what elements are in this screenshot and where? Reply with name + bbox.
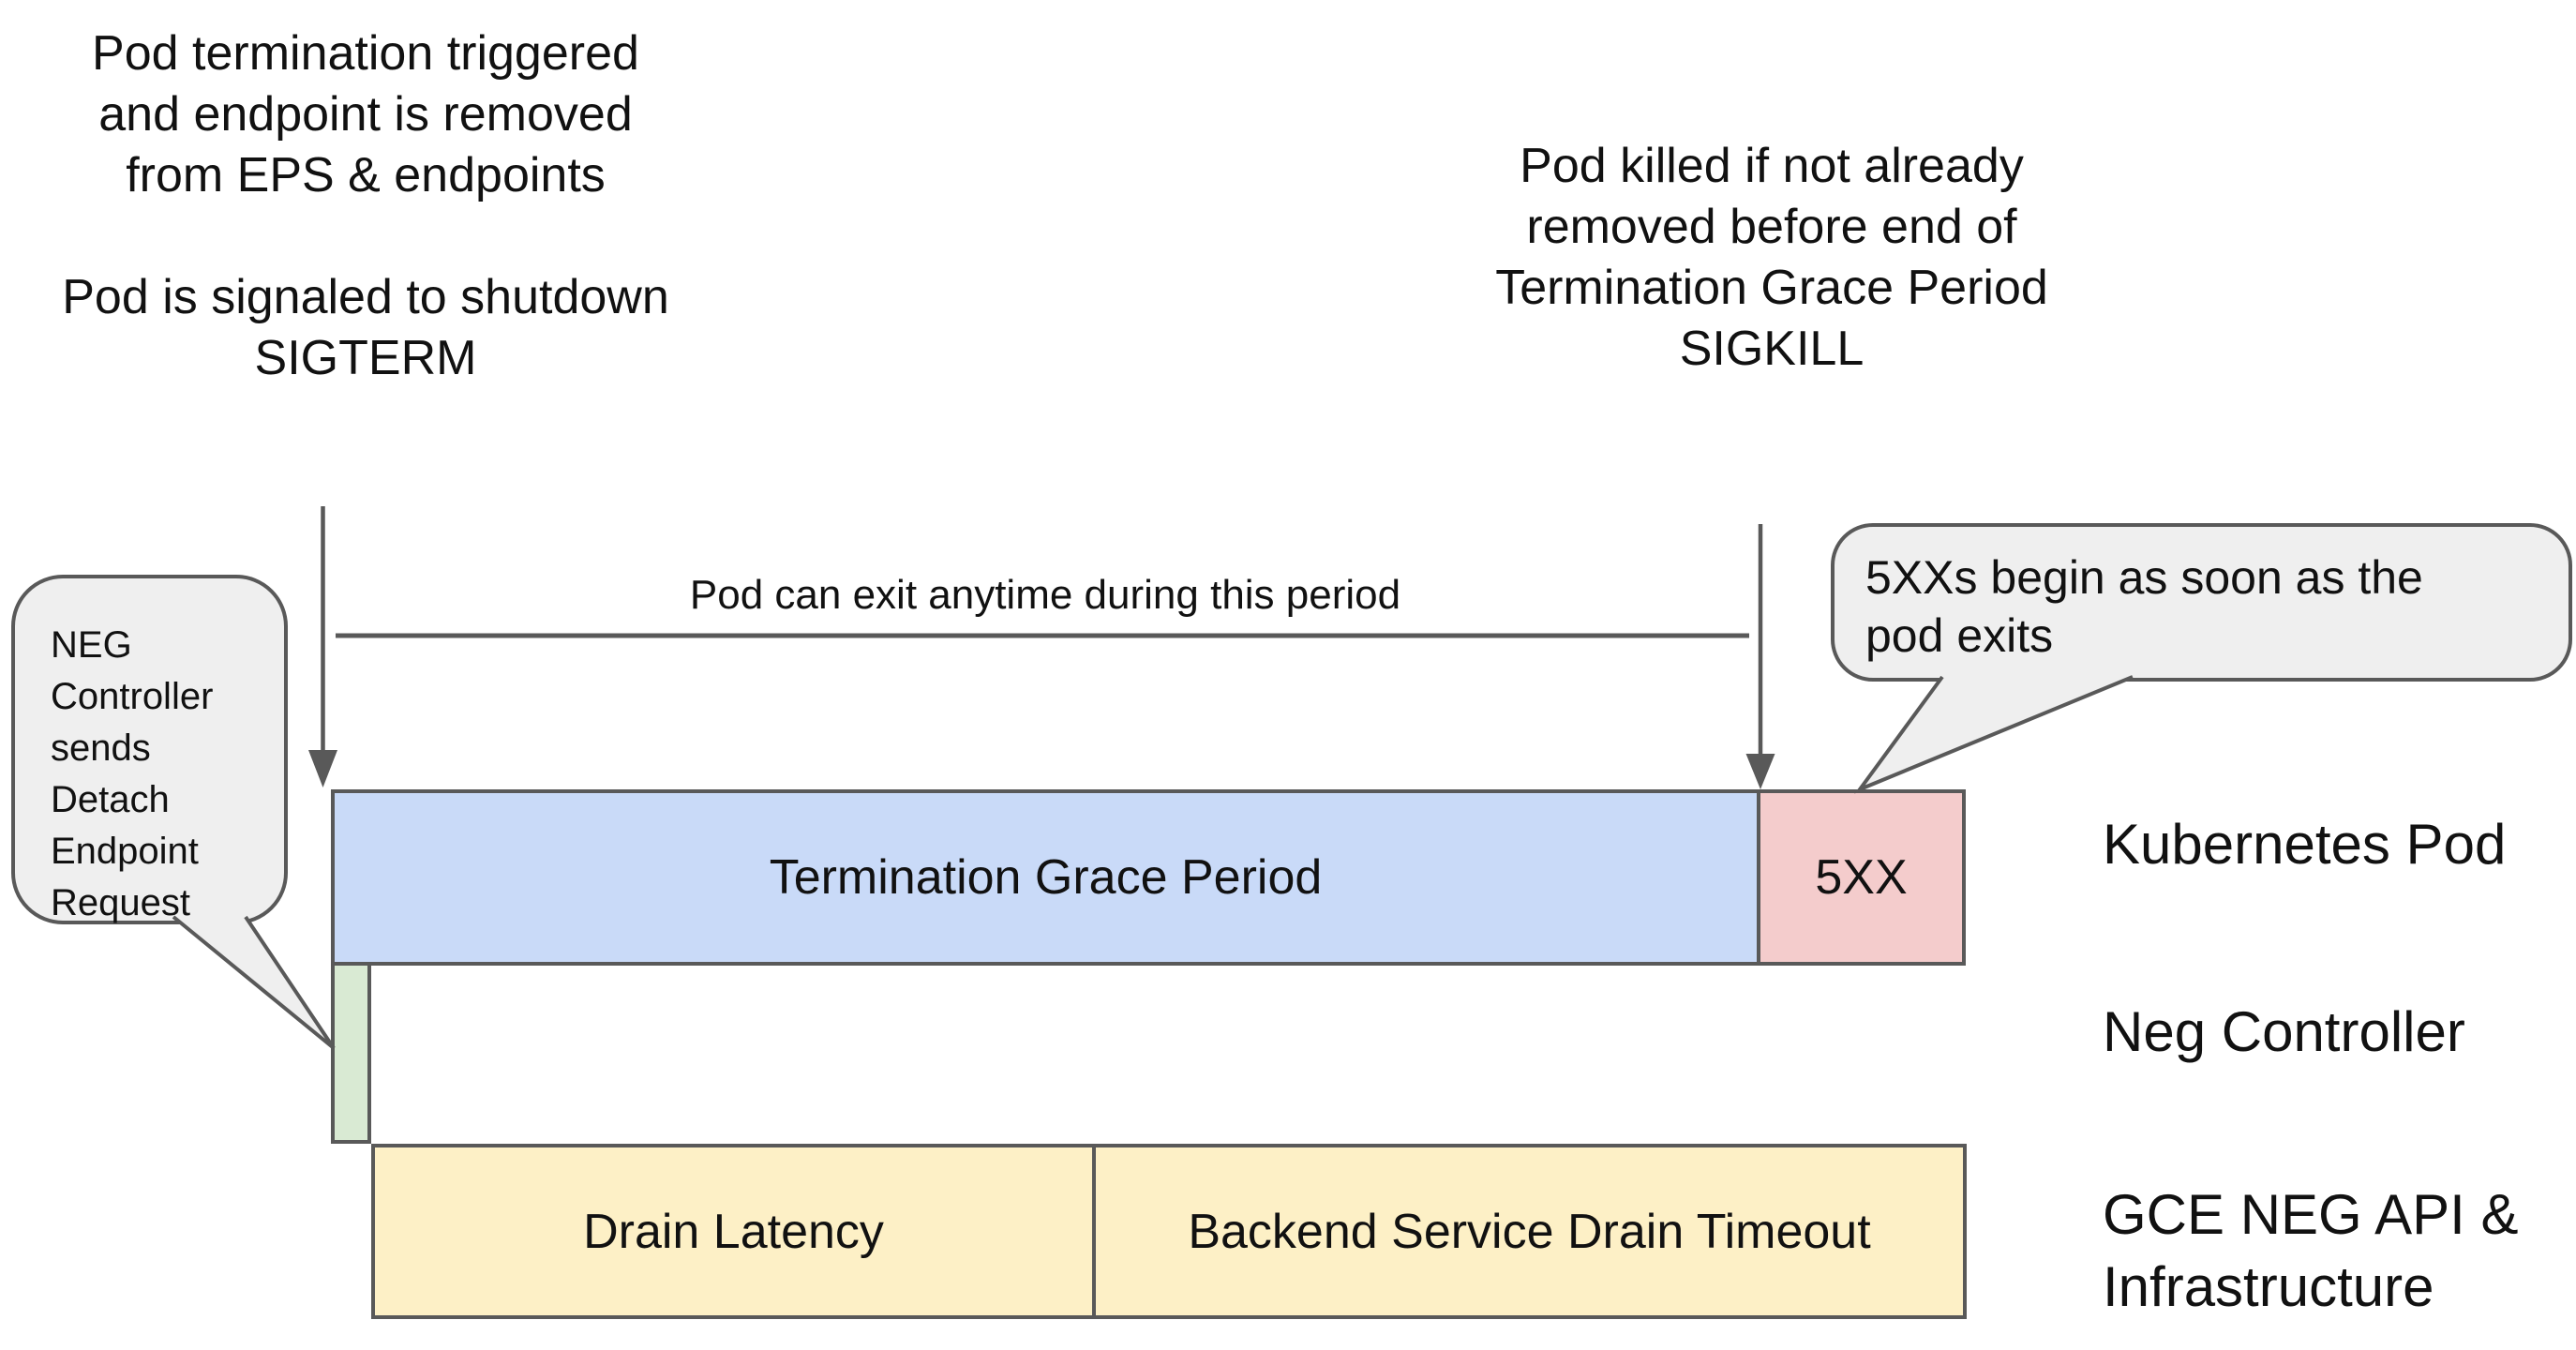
sigterm-down-arrow-icon bbox=[308, 506, 337, 788]
annotation-line: SIGTERM bbox=[254, 331, 477, 385]
drain-latency-bar: Drain Latency bbox=[371, 1144, 1096, 1319]
sigkill-down-arrow-icon bbox=[1745, 524, 1775, 789]
bar-label: Drain Latency bbox=[583, 1204, 884, 1259]
bubble-line: Controller bbox=[51, 676, 214, 717]
annotation-pod-killed-sigkill: Pod killed if not already removed before… bbox=[1462, 136, 2081, 380]
annotation-line: removed before end of bbox=[1526, 200, 2017, 254]
five-xx-bar: 5XX bbox=[1760, 789, 1966, 966]
bubble-line: pod exits bbox=[1865, 609, 2054, 662]
bubble-line: Endpoint bbox=[51, 831, 199, 872]
annotation-pod-signaled-sigterm: Pod is signaled to shutdown SIGTERM bbox=[23, 267, 708, 389]
annotation-line: Pod termination triggered bbox=[92, 26, 639, 81]
bar-label: 5XX bbox=[1815, 850, 1908, 905]
neg-bubble-tail bbox=[172, 915, 336, 1050]
annotation-line: Pod killed if not already bbox=[1520, 139, 2024, 193]
annotation-line: SIGKILL bbox=[1679, 322, 1865, 376]
bubble-line: 5XXs begin as soon as the bbox=[1865, 551, 2423, 604]
bubble-line: Detach bbox=[51, 779, 170, 820]
annotation-pod-can-exit: Pod can exit anytime during this period bbox=[689, 572, 1401, 618]
annotation-line: Pod is signaled to shutdown bbox=[62, 270, 669, 324]
termination-grace-period-bar: Termination Grace Period bbox=[331, 789, 1760, 966]
bubble-line: sends bbox=[51, 728, 151, 769]
annotation-pod-termination: Pod termination triggered and endpoint i… bbox=[23, 23, 708, 206]
annotation-line: and endpoint is removed bbox=[98, 87, 633, 142]
row-label-line: GCE NEG API & bbox=[2103, 1183, 2519, 1246]
row-label-neg-controller: Neg Controller bbox=[2103, 1000, 2465, 1063]
five-xx-speech-bubble: 5XXs begin as soon as the pod exits bbox=[1831, 523, 2572, 682]
bar-label: Termination Grace Period bbox=[769, 850, 1323, 905]
backend-service-drain-timeout-bar: Backend Service Drain Timeout bbox=[1096, 1144, 1967, 1319]
bubble-line: NEG bbox=[51, 624, 132, 666]
five-xx-bubble-tail bbox=[1854, 675, 2134, 794]
row-label-gce-neg-api: GCE NEG API & Infrastructure bbox=[2103, 1178, 2518, 1323]
annotation-line: from EPS & endpoints bbox=[126, 148, 606, 202]
annotation-line: Termination Grace Period bbox=[1495, 261, 2048, 315]
bar-label: Backend Service Drain Timeout bbox=[1188, 1204, 1871, 1259]
neg-detach-request-bar bbox=[331, 966, 371, 1144]
row-label-line: Infrastructure bbox=[2103, 1255, 2434, 1318]
row-label-kubernetes-pod: Kubernetes Pod bbox=[2103, 813, 2507, 876]
bubble-line: Request bbox=[51, 882, 190, 923]
neg-controller-speech-bubble: NEG Controller sends Detach Endpoint Req… bbox=[11, 575, 288, 924]
